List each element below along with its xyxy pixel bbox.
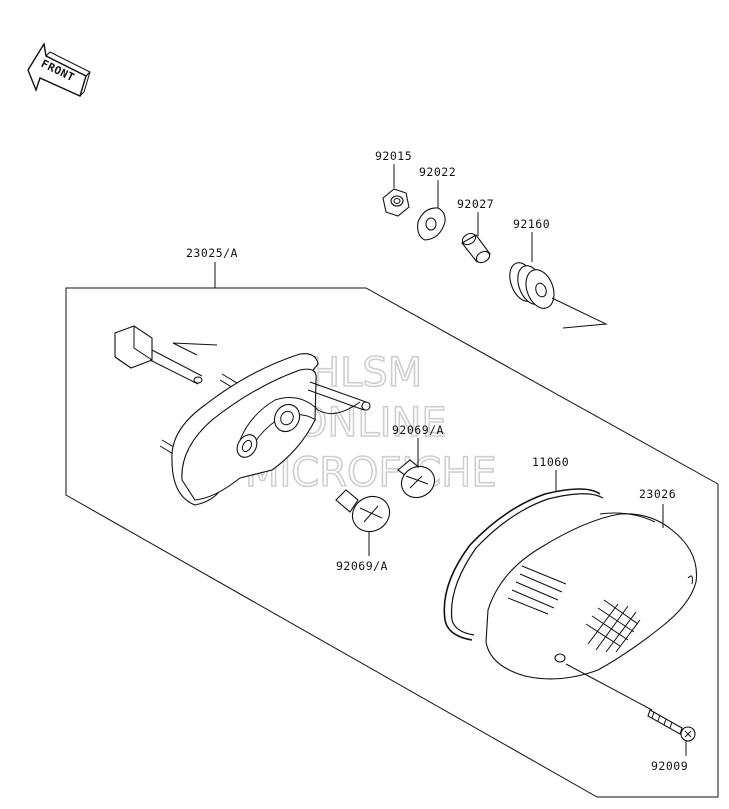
part-92009-screw (647, 709, 696, 742)
part-92022-washer (417, 207, 446, 241)
part-92069-bulb-upper (397, 459, 436, 499)
callout-92022: 92022 (419, 165, 456, 179)
watermark-line-2: ONLINE (296, 400, 447, 446)
callout-92160: 92160 (513, 217, 550, 231)
callout-92015: 92015 (375, 149, 412, 163)
part-92027-collar (461, 232, 491, 264)
callout-92069-lower: 92069/A (336, 559, 388, 573)
part-23025-housing (114, 325, 371, 506)
assembly-frame (65, 287, 719, 798)
callout-11060: 11060 (532, 455, 569, 469)
part-92069-bulb-lower (335, 489, 391, 533)
watermark-line-1: HLSM (310, 350, 422, 396)
callout-23026: 23026 (639, 487, 676, 501)
callout-92027: 92027 (457, 197, 494, 211)
part-23026-lens (485, 512, 698, 680)
part-92015-nut (382, 188, 410, 217)
part-92160-grommet (509, 262, 555, 309)
callout-92009: 92009 (651, 759, 688, 773)
part-11060-gasket (443, 488, 604, 641)
callout-23025: 23025/A (186, 246, 238, 260)
front-arrow-icon: FRONT (27, 42, 91, 97)
callout-92069-upper: 92069/A (392, 423, 444, 437)
